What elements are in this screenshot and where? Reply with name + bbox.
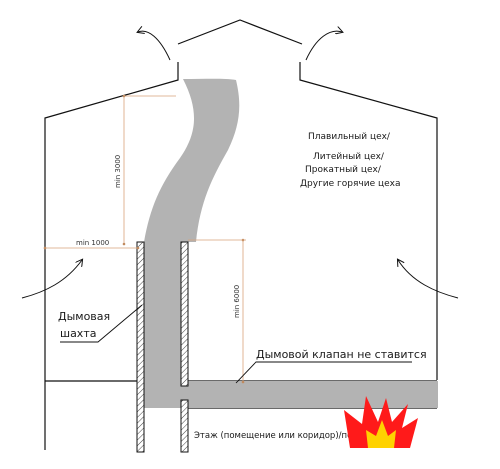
smoke-column [144,242,181,394]
smoke-plume [144,78,240,242]
valve-note: Дымовой клапан не ставится [235,348,427,384]
fire-icon [344,396,418,448]
workshop-label: Плавильный цех/ Литейный цех/ Прокатный … [300,132,400,189]
floor-note: Этаж (помещение или коридор)/подвал [194,431,374,441]
workshop-line-3: Прокатный цех/ [305,165,382,175]
roof-ridge [177,19,303,45]
roof-right [299,62,438,380]
dim-top-height: min 3000 [114,155,122,188]
shaft-leader [60,304,143,343]
dim-side-offset: min 1000 [76,239,109,247]
shaft-label-line-2: шахта [60,327,96,340]
shaft-wall-right-upper [180,241,189,387]
valve-leader [235,361,412,384]
shaft-label: Дымовая шахта [58,304,143,343]
shaft-wall-left [136,241,145,453]
workshop-line-4: Другие горячие цеха [300,179,400,189]
roof-left [44,62,179,450]
workshop-line-2: Литейный цех/ [313,152,385,162]
shaft-wall-right-lower [180,399,189,453]
dim-right-height: min 6000 [233,285,241,318]
airflow-arrow-top-right [305,31,342,61]
airflow-arrow-right [398,260,459,299]
airflow-arrow-left [21,260,82,299]
shaft-label-line-1: Дымовая [58,310,110,323]
valve-note-text: Дымовой клапан не ставится [256,348,427,361]
workshop-line-1: Плавильный цех/ [308,132,391,142]
airflow-arrow-top-left [138,31,171,61]
dimension-lines [43,94,246,384]
smoke-duct-horizontal [144,381,438,408]
